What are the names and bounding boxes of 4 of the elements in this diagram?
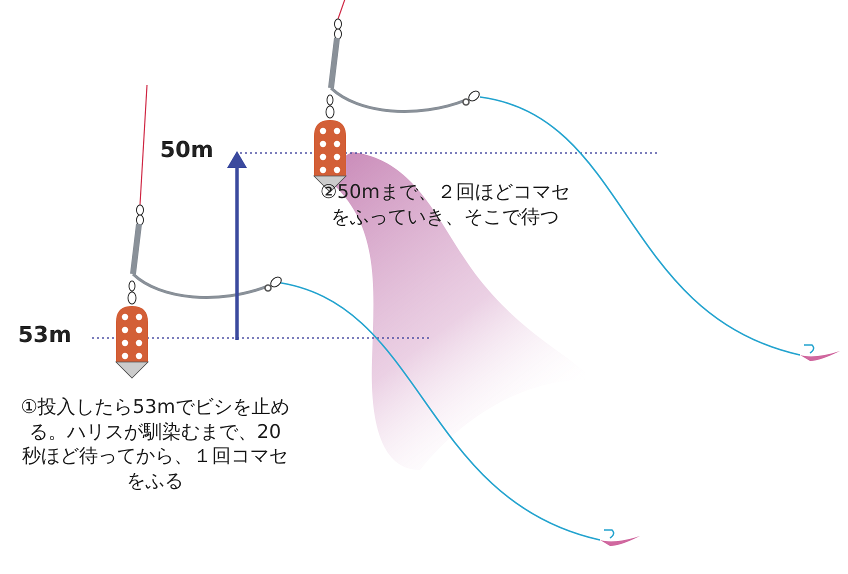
depth-label: 53m (18, 322, 72, 350)
step-note: ②50mまで、２回ほどコマセをふっていき、そこで待つ (320, 180, 570, 230)
step-note: ①投入したら53mでビシを止める。ハリスが馴染むまで、20秒ほど待ってから、１回コマセをふる (20, 395, 290, 494)
depth-label: 50m (160, 137, 214, 165)
